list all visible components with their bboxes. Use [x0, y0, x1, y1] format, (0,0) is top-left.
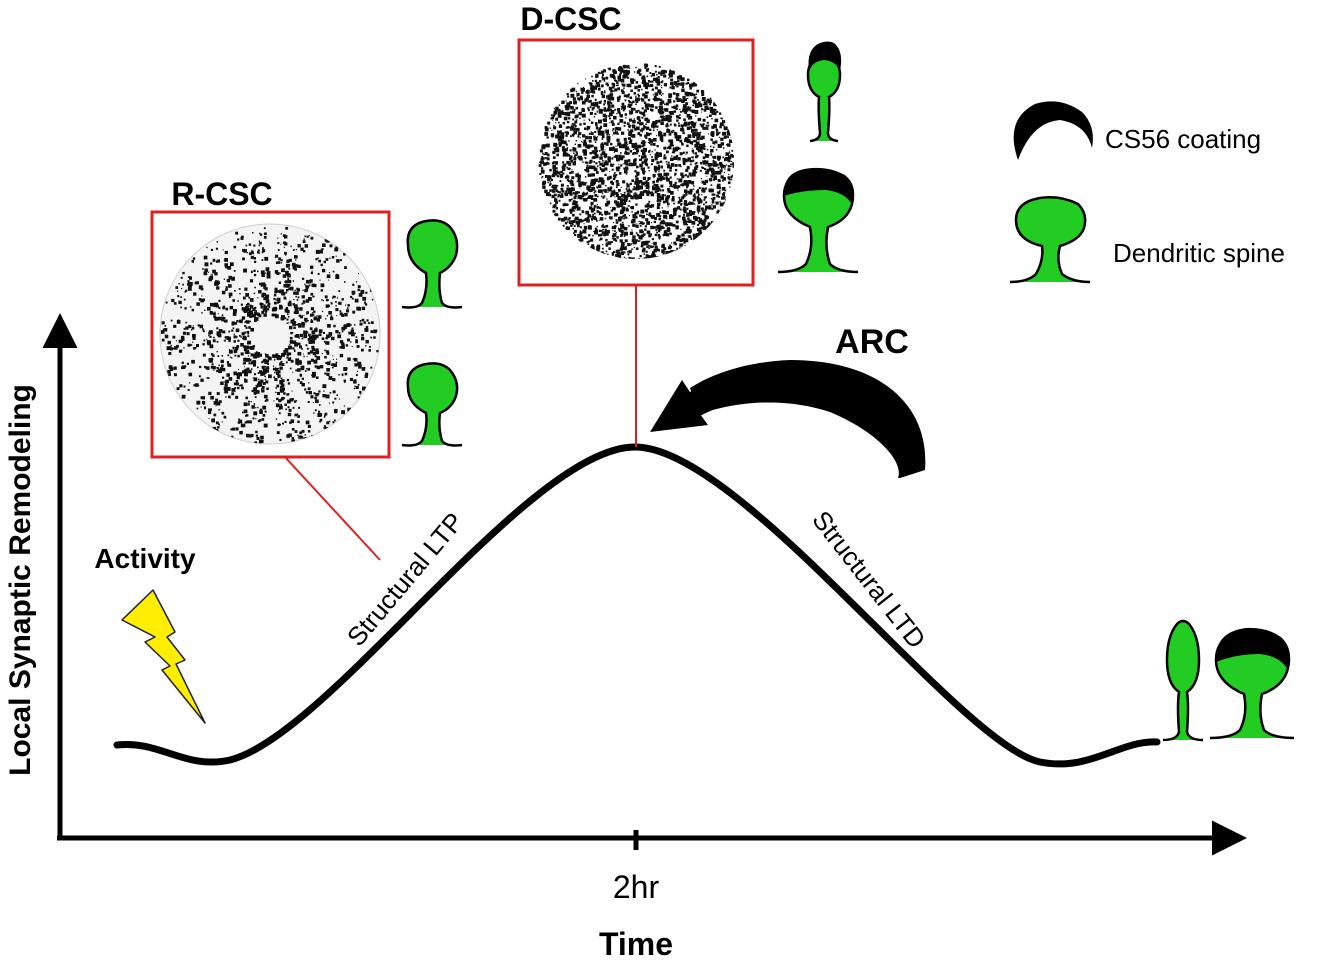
thin-spine-icon [1162, 619, 1204, 742]
r-csc-spines [401, 219, 463, 447]
legend-spine-label: Dendritic spine [1113, 238, 1285, 268]
x-tick-label: 2hr [613, 869, 660, 905]
coated-thin-spine-icon [806, 41, 842, 143]
legend-spine-icon [1009, 196, 1091, 284]
coated-mushroom-spine-icon [777, 167, 859, 274]
y-axis-title: Local Synaptic Remodeling [4, 384, 37, 776]
end-state-spines [1162, 619, 1295, 742]
activity-label: Activity [94, 543, 196, 574]
r-csc-panel: R-CSC [150, 176, 391, 561]
structural-ltp-label: Structural LTP [341, 507, 470, 652]
legend: CS56 coating Dendritic spine [1009, 101, 1285, 284]
remodeling-curve [113, 443, 1161, 768]
cs56-coating-icon [1013, 101, 1093, 160]
coated-mushroom-spine-icon [1209, 627, 1295, 740]
d-csc-title: D-CSC [520, 1, 621, 37]
d-csc-panel: D-CSC [517, 1, 755, 447]
legend-coating-label: CS56 coating [1105, 124, 1261, 154]
r-csc-title: R-CSC [171, 176, 272, 212]
r-csc-speckle [160, 226, 379, 444]
dendritic-spine-icon [401, 362, 463, 447]
r-csc-connector [284, 456, 381, 561]
arc-arrow-body [690, 360, 926, 478]
d-csc-spines [777, 41, 859, 274]
r-csc-micrograph [159, 223, 381, 445]
dendritic-spine-icon [401, 219, 463, 309]
lightning-bolt-icon [121, 589, 206, 724]
x-axis-title: Time [599, 926, 673, 961]
arc-label: ARC [835, 323, 909, 361]
axes: 2hr Time Local Synaptic Remodeling [4, 313, 1247, 961]
d-csc-speckle [538, 63, 734, 259]
